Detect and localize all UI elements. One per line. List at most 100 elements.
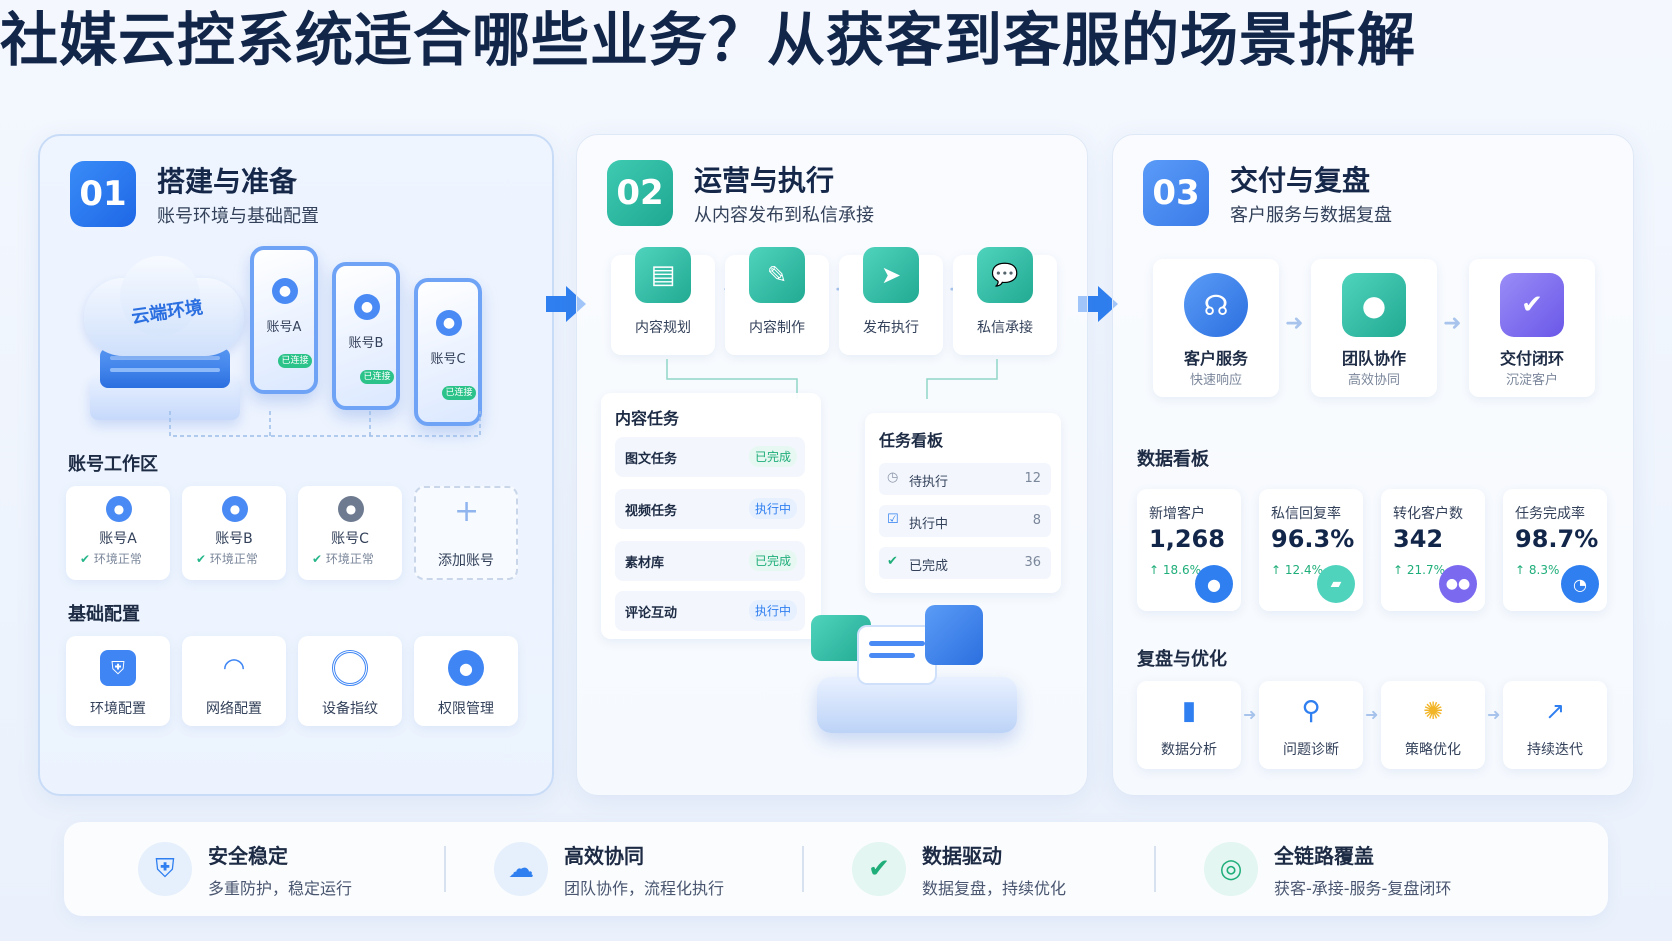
- trend-icon: ↗: [1544, 697, 1566, 725]
- chat-icon: 💬: [977, 247, 1033, 303]
- wifi-icon: ◠: [222, 653, 246, 683]
- panel-subtitle: 客户服务与数据复盘: [1230, 205, 1392, 226]
- status-badge: 执行中: [748, 600, 797, 621]
- message-icon: ▰: [1317, 565, 1355, 603]
- config-label: 基础配置: [68, 604, 140, 625]
- board-row-pending[interactable]: ◷ 待执行 12: [879, 463, 1051, 495]
- step-number: 02: [607, 160, 673, 226]
- team-icon: ●: [1342, 273, 1406, 337]
- connection-lines: [666, 359, 998, 399]
- arrow-right-icon: ➜: [1243, 705, 1257, 724]
- page-title: 社媒云控系统适合哪些业务？从获客到客服的场景拆解: [0, 6, 1417, 74]
- phone-account-b: ● 账号B 已连接: [332, 262, 400, 410]
- review-strategy[interactable]: ✺ 策略优化: [1381, 681, 1485, 769]
- task-board-card: 任务看板 ◷ 待执行 12 ☑ 执行中 8 ✔ 已完成 36: [865, 413, 1061, 593]
- arrow-right-icon: ➜: [1285, 311, 1304, 336]
- bar-chart-icon: ▮: [1181, 696, 1197, 726]
- step-private-message[interactable]: 💬 私信承接: [953, 247, 1057, 355]
- review-iteration[interactable]: ↗ 持续迭代: [1503, 681, 1607, 769]
- task-row[interactable]: 素材库 已完成: [615, 541, 805, 581]
- panel-title: 搭建与准备: [157, 165, 298, 198]
- search-icon: ⚲: [1301, 696, 1321, 726]
- panel-setup: 01 搭建与准备 账号环境与基础配置 云端环境 ● 账号A 已连接 ● 账号B …: [38, 134, 554, 796]
- divider: [444, 846, 446, 892]
- headset-icon: ☊: [1184, 273, 1248, 337]
- kpi-converted: 转化客户数 342 ↑ 21.7% ●●: [1381, 489, 1485, 611]
- shield-icon: ⛨: [100, 650, 136, 686]
- add-account-button[interactable]: + 添加账号: [414, 486, 518, 580]
- config-fingerprint[interactable]: 设备指纹: [298, 636, 402, 726]
- service-delivery[interactable]: ✔ 交付闭环 沉淀客户: [1469, 259, 1595, 397]
- step-number: 01: [70, 161, 136, 227]
- fingerprint-icon: [332, 650, 368, 686]
- service-team[interactable]: ● 团队协作 高效协同: [1311, 259, 1437, 397]
- panel-subtitle: 从内容发布到私信承接: [694, 205, 874, 226]
- status-badge: 已完成: [748, 550, 797, 571]
- arrow-right-icon: ➜: [1443, 311, 1462, 336]
- service-customer[interactable]: ☊ 客户服务 快速响应: [1153, 259, 1279, 397]
- group-icon: ●●: [1439, 565, 1477, 603]
- status-badge: 执行中: [748, 498, 797, 519]
- check-icon: ☑: [887, 512, 899, 527]
- check-icon: ✔: [196, 552, 207, 566]
- status-badge: 已连接: [360, 370, 394, 384]
- content-tasks-card: 内容任务 图文任务 已完成 视频任务 执行中 素材库 已完成 评论互动 执行中: [601, 393, 821, 639]
- dashboard-label: 数据看板: [1137, 449, 1209, 470]
- feature-bar: ⛨ 安全稳定 多重防护，稳定运行 ☁ 高效协同 团队协作，流程化执行 ✔ 数据驱…: [64, 822, 1608, 916]
- kpi-reply-rate: 私信回复率 96.3% ↑ 12.4% ▰: [1259, 489, 1363, 611]
- clock-icon: ◷: [887, 470, 899, 485]
- user-icon: ●: [1195, 565, 1233, 603]
- config-environment[interactable]: ⛨ 环境配置: [66, 636, 170, 726]
- cloud-icon: ☁: [494, 842, 548, 896]
- document-icon: ▤: [635, 247, 691, 303]
- review-diagnosis[interactable]: ⚲ 问题诊断: [1259, 681, 1363, 769]
- pie-icon: ◔: [1561, 565, 1599, 603]
- task-row[interactable]: 图文任务 已完成: [615, 437, 805, 477]
- user-icon: ●: [106, 496, 132, 522]
- panel-title: 交付与复盘: [1230, 164, 1371, 197]
- user-lock-icon: ●: [448, 650, 484, 686]
- status-badge: 已连接: [278, 354, 312, 368]
- check-icon: ✔: [312, 552, 323, 566]
- workspace-label: 账号工作区: [68, 454, 158, 475]
- feature-data-driven: ✔ 数据驱动 数据复盘，持续优化: [852, 822, 1066, 916]
- feature-full-coverage: ◎ 全链路覆盖 获客-承接-服务-复盘闭环: [1204, 822, 1451, 916]
- cloud-server-illustration: 云端环境: [70, 256, 260, 436]
- panel-delivery: 03 交付与复盘 客户服务与数据复盘 ☊ 客户服务 快速响应 ➜ ● 团队协作 …: [1112, 134, 1634, 796]
- user-icon: ●: [272, 278, 298, 304]
- shield-icon: ⛨: [138, 842, 192, 896]
- step-publish[interactable]: ➤ 发布执行: [839, 247, 943, 355]
- account-card-a[interactable]: ● 账号A ✔ 环境正常: [66, 486, 170, 580]
- folder-check-icon: ✔: [1500, 273, 1564, 337]
- task-row[interactable]: 视频任务 执行中: [615, 489, 805, 529]
- kpi-completion-rate: 任务完成率 98.7% ↑ 8.3% ◔: [1503, 489, 1607, 611]
- account-card-b[interactable]: ● 账号B ✔ 环境正常: [182, 486, 286, 580]
- task-row[interactable]: 评论互动 执行中: [615, 591, 805, 631]
- send-icon: ➤: [863, 247, 919, 303]
- user-icon: ●: [436, 310, 462, 336]
- config-permissions[interactable]: ● 权限管理: [414, 636, 518, 726]
- user-icon: ●: [354, 294, 380, 320]
- step-content-planning[interactable]: ▤ 内容规划: [611, 247, 715, 355]
- plus-icon: +: [454, 494, 480, 529]
- panel-title: 运营与执行: [694, 164, 835, 197]
- step-content-creation[interactable]: ✎ 内容制作: [725, 247, 829, 355]
- config-network[interactable]: ◠ 网络配置: [182, 636, 286, 726]
- step-number: 03: [1143, 160, 1209, 226]
- board-row-done[interactable]: ✔ 已完成 36: [879, 547, 1051, 579]
- check-circle-icon: ✔: [887, 554, 898, 569]
- user-icon: ●: [222, 496, 248, 522]
- status-badge: 已完成: [748, 446, 797, 467]
- target-icon: ◎: [1204, 842, 1258, 896]
- check-circle-icon: ✔: [852, 842, 906, 896]
- account-card-c[interactable]: ● 账号C ✔ 环境正常: [298, 486, 402, 580]
- review-data-analysis[interactable]: ▮ 数据分析: [1137, 681, 1241, 769]
- kpi-new-customers: 新增客户 1,268 ↑ 18.6% ●: [1137, 489, 1241, 611]
- check-icon: ✔: [80, 552, 91, 566]
- divider: [802, 846, 804, 892]
- feature-collaboration: ☁ 高效协同 团队协作，流程化执行: [494, 822, 724, 916]
- panel-operations: 02 运营与执行 从内容发布到私信承接 ▤ 内容规划 ➜ ✎ 内容制作 ➜ ➤ …: [576, 134, 1088, 796]
- lightbulb-icon: ✺: [1422, 697, 1444, 725]
- board-row-running[interactable]: ☑ 执行中 8: [879, 505, 1051, 537]
- status-badge: 已连接: [442, 386, 476, 400]
